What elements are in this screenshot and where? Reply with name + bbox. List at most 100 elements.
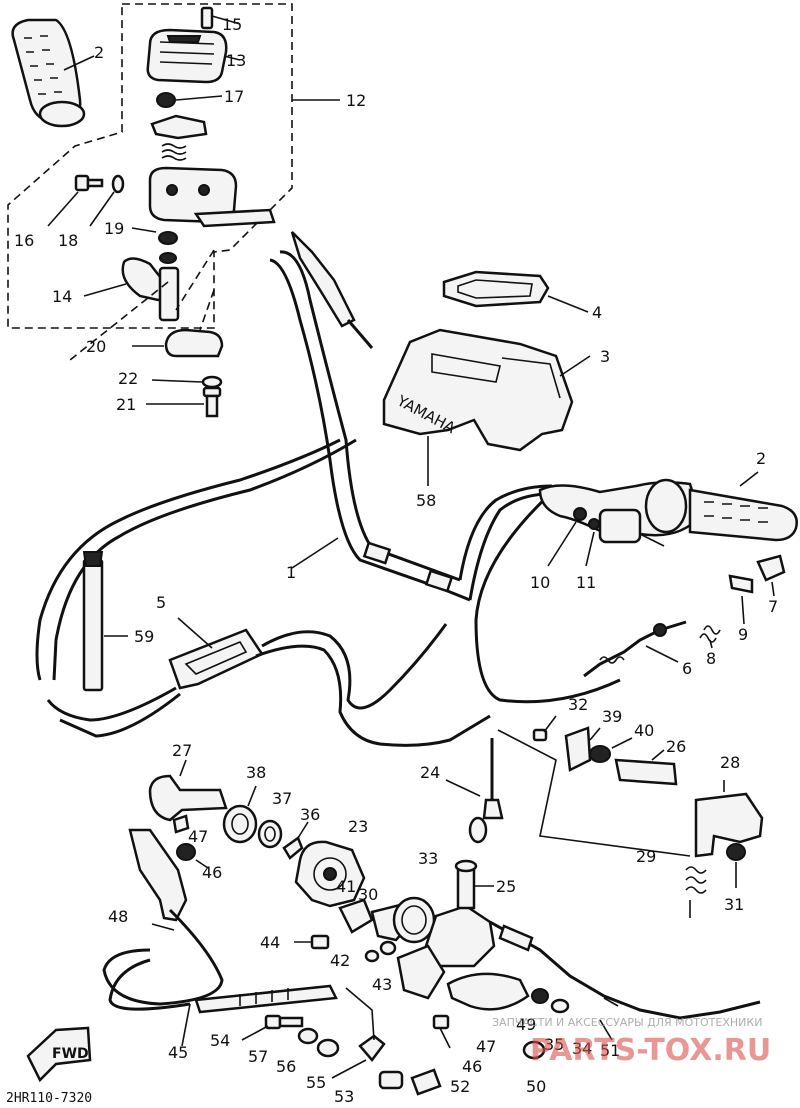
washer-57 [297,1027,319,1045]
callout-34: 34 [572,1039,592,1058]
callout-2-right: 2 [756,449,766,468]
callout-5: 5 [156,593,166,612]
washer-42 [364,949,380,963]
callout-17: 17 [224,87,244,106]
callout-38: 38 [246,763,266,782]
cable-48 [102,828,224,1006]
cable-24 [445,738,504,844]
cap-38 [222,785,258,844]
callout-56: 56 [276,1057,296,1076]
throttle-lever-spring [150,114,208,161]
callout-14: 14 [52,287,72,306]
cable-end-top [290,231,374,349]
nut-47-upper [172,814,190,834]
main-throttle-cable-1 [35,250,621,704]
callout-40: 40 [634,721,654,740]
callout-57: 57 [248,1047,268,1066]
callout-labels: 2 15 13 17 12 16 18 19 14 20 22 21 4 3 5… [14,15,778,1106]
callout-3: 3 [600,347,610,366]
plug-36 [282,821,309,860]
screw-16 [47,174,104,227]
callout-46-lower: 46 [462,1057,482,1076]
callout-8: 8 [706,649,716,668]
callout-11: 11 [576,573,596,592]
bushing-53 [378,1070,404,1090]
oring-37 [257,819,283,849]
bracket-41 [338,898,374,934]
washer-35 [550,998,570,1014]
callout-35: 35 [544,1035,564,1054]
screw-15 [200,6,241,30]
screw-32 [532,715,557,742]
spring-pin-7 [756,554,786,597]
grommet-40 [589,737,633,763]
bracket-55 [331,1034,386,1079]
bracket-39 [564,726,601,772]
callout-54: 54 [210,1031,230,1050]
callout-47-lower: 47 [476,1037,496,1056]
nut-19 [131,227,178,245]
throttle-housing [148,166,276,228]
callout-1: 1 [286,563,296,582]
callout-41: 41 [336,877,356,896]
callout-20: 20 [86,337,106,356]
callout-48: 48 [108,907,128,926]
callout-23: 23 [348,817,368,836]
callout-58: 58 [416,491,436,510]
callout-31: 31 [724,895,744,914]
callout-30: 30 [358,885,378,904]
gasket-4 [442,270,589,313]
right-grip-assembly [538,471,798,567]
left-grip [11,18,95,128]
nut-56 [316,1038,340,1058]
callout-44: 44 [260,933,280,952]
bolt-21 [146,386,222,418]
callout-9: 9 [738,625,748,644]
callout-25: 25 [496,877,516,896]
callout-15: 15 [222,15,242,34]
callout-50: 50 [526,1077,546,1096]
callout-52: 52 [450,1077,470,1096]
fwd-label: FWD [52,1046,89,1062]
callout-2-left: 2 [94,43,104,62]
callout-13: 13 [226,51,246,70]
dashed-link-32-28 [497,729,691,857]
nut-46-upper [176,843,209,869]
callout-28: 28 [720,753,740,772]
callout-37: 37 [272,789,292,808]
callout-46-upper: 46 [202,863,222,882]
cable-34-51 [489,920,761,1041]
callout-18: 18 [58,231,78,250]
callout-47-upper: 47 [188,827,208,846]
callout-55: 55 [306,1073,326,1092]
washer-22 [151,375,223,389]
washer-50 [522,1040,546,1060]
cable-45 [108,958,338,1047]
watermark: ЗАПЧАСТИ И АКСЕССУАРЫ ДЛЯ МОТОТЕХНИКИ PA… [492,1016,771,1068]
cable-6 [583,620,687,678]
throttle-switch-cover [146,28,241,84]
pad-26 [614,749,678,786]
oring-33 [392,896,436,944]
throttle-cover-3: YAMAHA [382,328,591,486]
callout-51: 51 [600,1041,620,1060]
assembly-12-outline [7,3,340,329]
bolt-44 [294,934,330,950]
callout-16: 16 [14,231,34,250]
callout-24: 24 [420,763,440,782]
callout-42: 42 [330,951,350,970]
callout-21: 21 [116,395,136,414]
stay-47-lower [446,972,530,1011]
callout-7: 7 [768,597,778,616]
wire-59 [82,551,128,692]
forward-arrow-icon: FWD [26,1026,92,1083]
callout-33: 33 [418,849,438,868]
callout-36: 36 [300,805,320,824]
callout-26: 26 [666,737,686,756]
clamp-20 [132,328,224,358]
callout-19: 19 [104,219,124,238]
washer-18 [89,174,125,227]
callout-53: 53 [334,1087,354,1106]
bolt-46-lower [432,1014,451,1049]
